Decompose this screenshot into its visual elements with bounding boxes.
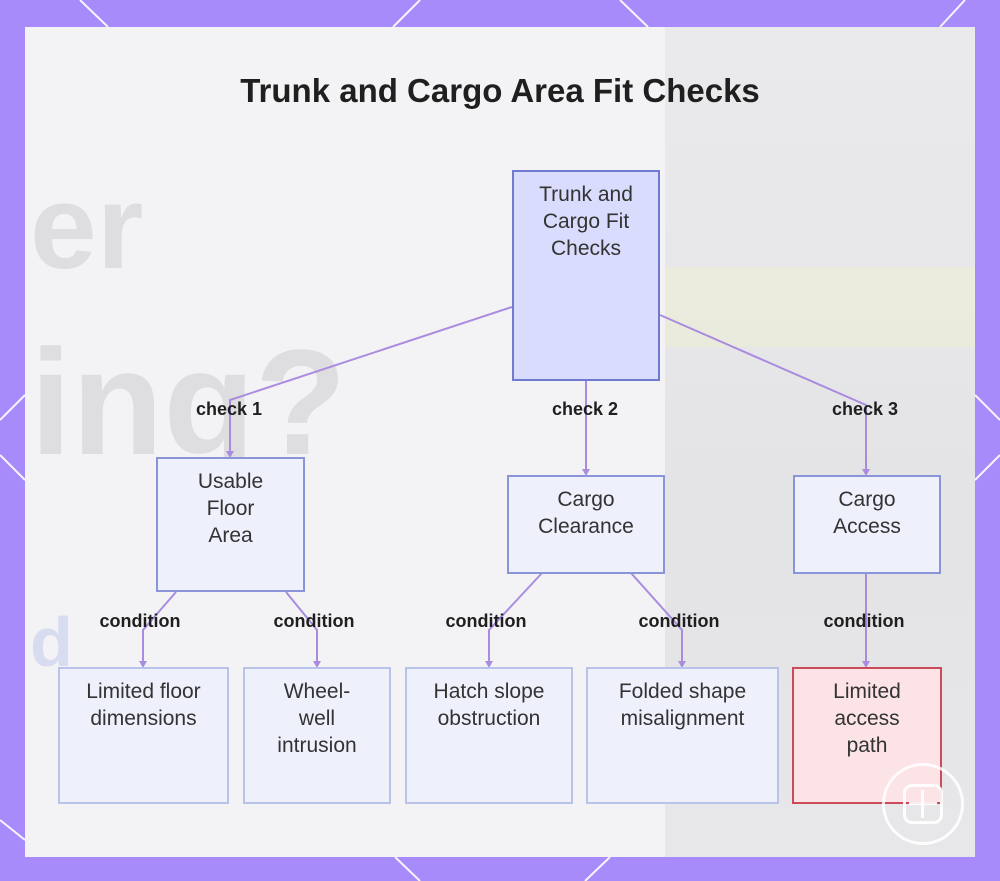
background-watermark-text-2: ing? xyxy=(30,318,347,486)
diagram-title: Trunk and Cargo Area Fit Checks xyxy=(240,72,760,109)
background-watermark-text-1: er xyxy=(30,160,144,294)
node-label: Cargo Access xyxy=(833,488,901,538)
edge-floor-limited-dimensions xyxy=(142,591,177,666)
grid-icon xyxy=(903,784,943,824)
edge-root-usable-floor-area xyxy=(229,306,513,456)
node-cargo-clearance[interactable]: Cargo Clearance xyxy=(507,475,665,574)
edge-label-condition: condition xyxy=(638,611,720,631)
node-label: Wheel-well intrusion xyxy=(277,680,357,757)
background-watermark-text-3: d xyxy=(30,603,73,681)
node-label: Hatch slope obstruction xyxy=(433,680,545,730)
arrowhead-wheel-well-intrusion xyxy=(313,661,321,668)
node-label: Usable Floor Area xyxy=(197,470,264,547)
node-trunk-and-cargo-fit-checks[interactable]: Trunk and Cargo Fit Checks xyxy=(512,170,660,381)
edge-label-condition: condition xyxy=(99,611,181,631)
node-hatch-slope-obstruction[interactable]: Hatch slope obstruction xyxy=(405,667,573,804)
background-band xyxy=(665,267,975,347)
edge-clearance-hatch-slope xyxy=(488,572,543,666)
edge-label-check-2: check 2 xyxy=(551,399,619,419)
edge-root-cargo-access xyxy=(659,314,867,474)
edge-label-check-3: check 3 xyxy=(831,399,899,419)
node-label: Folded shape misalignment xyxy=(618,680,747,730)
arrowhead-usable-floor-area xyxy=(226,451,234,458)
node-folded-shape-misalignment[interactable]: Folded shape misalignment xyxy=(586,667,779,804)
node-label: Limited floor dimensions xyxy=(86,680,201,730)
arrowhead-cargo-access xyxy=(862,469,870,476)
edge-floor-wheel-well xyxy=(285,591,318,666)
edge-label-condition: condition xyxy=(445,611,527,631)
node-label: Trunk and Cargo Fit Checks xyxy=(539,183,633,260)
node-cargo-access[interactable]: Cargo Access xyxy=(793,475,941,574)
arrowhead-cargo-clearance xyxy=(582,469,590,476)
arrowhead-hatch-slope-obstruction xyxy=(485,661,493,668)
arrowhead-folded-shape-misalignment xyxy=(678,661,686,668)
node-limited-floor-dimensions[interactable]: Limited floor dimensions xyxy=(58,667,229,804)
edge-clearance-folded-shape xyxy=(630,572,683,666)
app-logo-icon xyxy=(882,763,964,845)
edge-label-condition: condition xyxy=(823,611,905,631)
node-label: Limited access path xyxy=(833,680,901,757)
edge-label-check-1: check 1 xyxy=(195,399,263,419)
edge-label-condition: condition xyxy=(273,611,355,631)
arrowhead-limited-floor-dimensions xyxy=(139,661,147,668)
node-label: Cargo Clearance xyxy=(538,488,634,538)
node-wheel-well-intrusion[interactable]: Wheel-well intrusion xyxy=(243,667,391,804)
arrowhead-limited-access-path xyxy=(862,661,870,668)
node-usable-floor-area[interactable]: Usable Floor Area xyxy=(156,457,305,592)
